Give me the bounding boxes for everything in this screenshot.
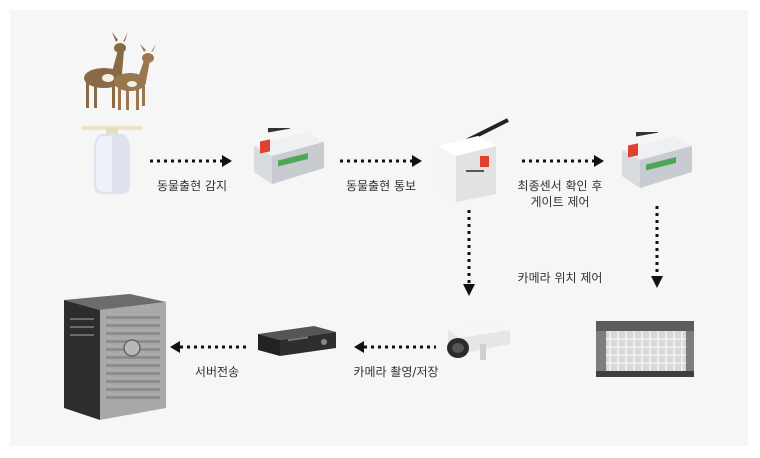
label-gate-line1: 최종센서 확인 후 xyxy=(517,179,603,193)
arrow-camera-to-dvr xyxy=(354,341,436,353)
arrow-controller2-to-gate xyxy=(651,206,663,288)
motion-sensor-icon xyxy=(82,126,142,194)
wireless-router-icon xyxy=(438,118,509,202)
controller-box-icon xyxy=(254,128,324,184)
label-camera-pos: 카메라 위치 제어 xyxy=(517,271,603,285)
label-server: 서버전송 xyxy=(194,365,240,379)
dvr-recorder-icon xyxy=(258,326,336,356)
label-notify: 동물출현 통보 xyxy=(345,179,417,193)
hp-server-tower-icon xyxy=(64,294,166,420)
arrow-router-to-camera xyxy=(463,210,475,296)
label-gate-line2: 게이트 제어 xyxy=(530,195,590,209)
controller-box-icon xyxy=(622,132,692,188)
label-detect: 동물출현 감지 xyxy=(156,179,228,193)
arrow-dvr-to-server xyxy=(170,341,248,353)
gate-fence-icon xyxy=(596,321,694,377)
arrow-router-to-controller2 xyxy=(522,155,604,167)
cctv-camera-icon xyxy=(447,322,510,360)
label-record: 카메라 촬영/저장 xyxy=(353,365,439,379)
arrow-sensor-to-controller xyxy=(150,155,232,167)
arrow-controller-to-router xyxy=(340,155,422,167)
deer-icon xyxy=(84,32,156,110)
